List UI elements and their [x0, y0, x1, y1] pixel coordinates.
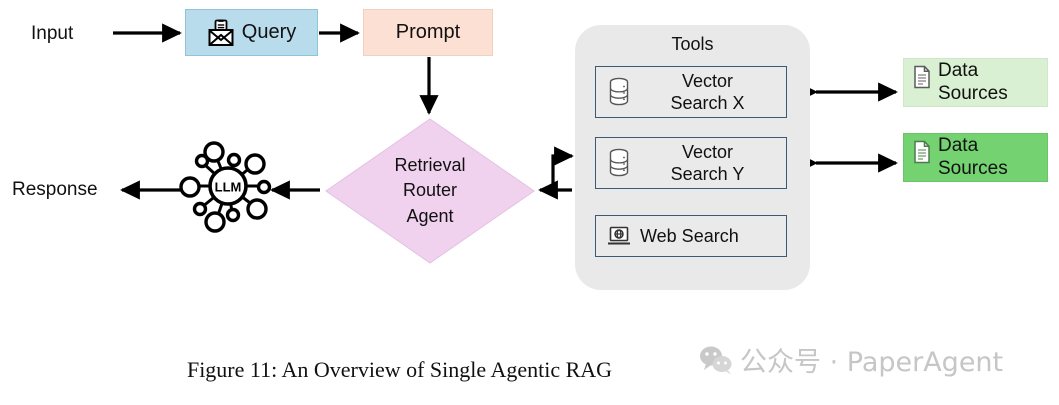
tool-web-search[interactable]: Web Search	[595, 215, 787, 257]
prompt-node[interactable]: Prompt	[363, 9, 493, 56]
ds1-line-2: Sources	[938, 82, 1008, 104]
vsy-line-2: Search Y	[670, 164, 745, 184]
llm-network-icon: LLM	[176, 134, 280, 238]
query-node[interactable]: Query	[185, 9, 318, 56]
llm-label: LLM	[215, 180, 242, 195]
watermark-text: 公众号 · PaperAgent	[740, 347, 1004, 378]
tool-vector-search-x-label: Vector Search X	[640, 70, 786, 115]
tools-panel: Tools Vector Search X	[575, 25, 810, 290]
input-label: Input	[31, 23, 74, 44]
tools-title: Tools	[671, 34, 714, 54]
ds1-line-1: Data	[938, 60, 979, 82]
vsx-line-1: Vector	[681, 70, 734, 91]
data-sources-light[interactable]: Data Sources	[903, 58, 1048, 107]
watermark: 公众号 · PaperAgent	[697, 340, 1003, 379]
laptop-globe-icon	[607, 225, 631, 247]
vsy-line-1: Vector	[681, 141, 734, 162]
database-cylinder-icon	[607, 77, 631, 107]
figure-caption-text: Figure 11: An Overview of Single Agentic…	[186, 357, 613, 382]
ds2-line-1: Data	[938, 135, 979, 157]
document-icon	[912, 65, 932, 89]
data-sources-dark-label: Data Sources	[938, 135, 1008, 180]
ds2-line-2: Sources	[938, 157, 1008, 179]
response-label: Response	[12, 179, 98, 200]
query-label: Query	[241, 21, 297, 43]
figure-caption: Figure 11: An Overview of Single Agentic…	[0, 357, 1059, 383]
tool-vector-search-y[interactable]: Vector Search Y	[595, 137, 787, 189]
retrieval-router-agent-node[interactable]: Retrieval Router Agent	[325, 118, 535, 264]
prompt-label: Prompt	[395, 21, 461, 43]
tool-vector-search-y-label: Vector Search Y	[640, 141, 786, 186]
vsx-line-2: Search X	[670, 93, 745, 113]
wechat-bubbles-icon	[697, 345, 735, 375]
envelope-document-icon	[207, 19, 235, 47]
tool-web-search-label: Web Search	[640, 225, 739, 246]
data-sources-light-label: Data Sources	[938, 60, 1008, 105]
database-cylinder-icon	[607, 148, 631, 178]
data-sources-dark[interactable]: Data Sources	[903, 133, 1048, 182]
document-icon	[912, 140, 932, 164]
diamond-shape	[325, 118, 535, 264]
tool-vector-search-x[interactable]: Vector Search X	[595, 66, 787, 118]
